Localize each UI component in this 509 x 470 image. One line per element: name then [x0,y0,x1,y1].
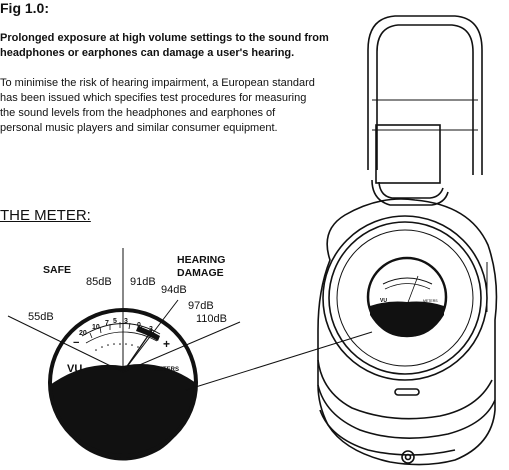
intro-line-1: Prolonged exposure at high volume settin… [0,32,329,44]
level-label-97: 97dB [188,300,214,312]
connector-line [185,331,373,391]
meters-label: METERS [154,367,180,373]
zone-damage-label-1: HEARING [177,254,226,266]
body-line-2: has been issued which specifies test pro… [0,92,307,104]
headphone-yoke [371,179,449,206]
figure-title: Fig 1.0: [0,0,50,16]
headphone-earcup [317,198,498,466]
level-lines [7,248,241,373]
body-line-1: To minimise the risk of hearing impairme… [0,77,315,89]
zone-safe-label: SAFE [43,264,72,276]
meter-heading: THE METER: [0,207,91,224]
dial-scale-plus3: 3 [149,326,153,333]
dial-scale-0: 0 [137,322,141,329]
headphone-headband [367,15,483,184]
dial-scale-5: 5 [113,318,117,325]
level-label-85: 85dB [86,276,112,288]
intro-line-2: headphones or earphones can damage a use… [0,47,295,59]
mini-meter: VU METERS [366,256,448,338]
dial-scale-3: 3 [124,318,128,325]
vu-label: VU [67,363,83,375]
level-label-55: 55dB [28,311,54,323]
minus-sign: − [73,337,80,349]
plus-sign: + [163,337,171,351]
level-label-94: 94dB [161,284,187,296]
svg-text:VU: VU [380,298,387,304]
level-label-110: 110dB [196,313,227,325]
body-line-3: the sound levels from the headphones and… [0,107,276,119]
dial-scale-20: 20 [79,330,87,337]
dial-scale-7: 7 [105,320,109,327]
svg-text:METERS: METERS [423,299,438,303]
dial-scale-10: 10 [92,324,100,331]
body-line-4: personal music players and similar consu… [0,122,278,134]
level-label-91: 91dB [130,276,156,288]
zone-damage-label-2: DAMAGE [177,267,224,279]
